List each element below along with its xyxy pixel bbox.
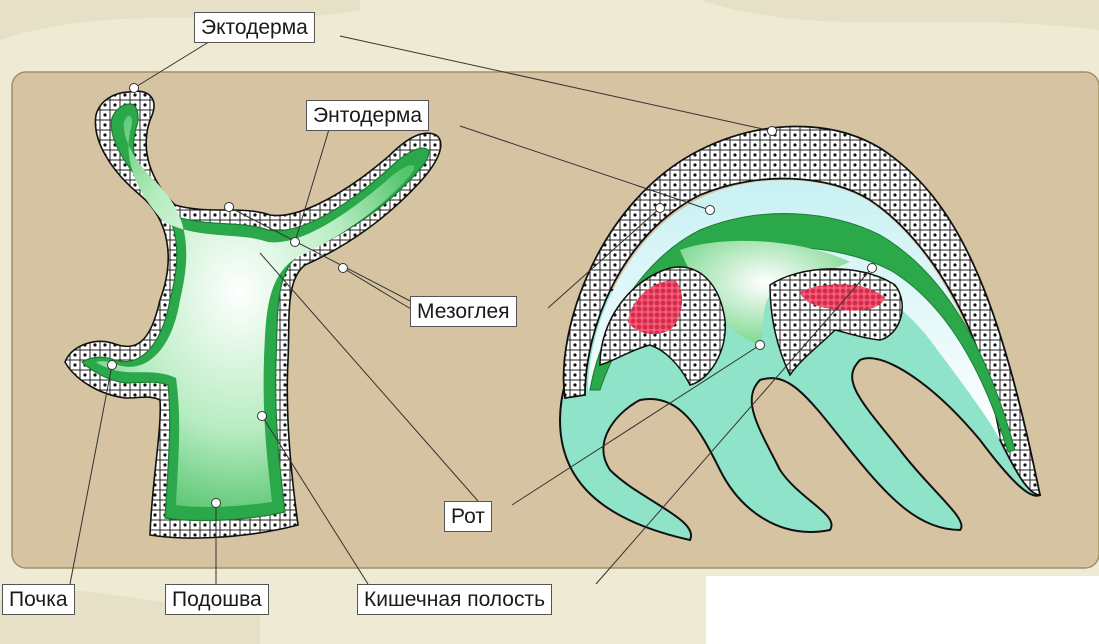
label-sole: Подошва — [165, 584, 269, 615]
label-bud: Почка — [2, 584, 75, 615]
label-ectoderm: Эктодерма — [194, 12, 315, 43]
label-endoderm: Энтодерма — [306, 100, 429, 131]
white-overlay-box — [706, 576, 1099, 644]
label-gut-cavity: Кишечная полость — [357, 584, 552, 615]
label-mouth: Рот — [444, 501, 492, 532]
label-mesoglea: Мезоглея — [410, 296, 517, 327]
